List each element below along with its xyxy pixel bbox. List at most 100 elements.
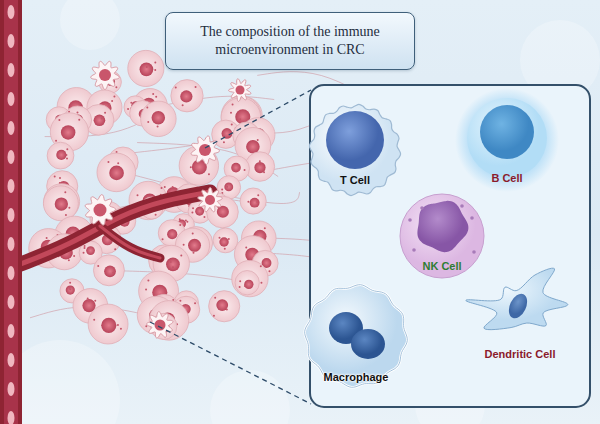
vessel-lumen (100, 226, 160, 258)
illustration-part (94, 300, 96, 302)
illustration-part (66, 285, 75, 294)
illustration-part (192, 207, 194, 209)
illustration-part (155, 320, 166, 331)
illustration-part (141, 101, 177, 137)
illustration-part (88, 304, 128, 344)
illustration-part (59, 177, 61, 179)
illustration-part (180, 254, 182, 256)
illustration-part (239, 280, 241, 282)
illustration-part (55, 197, 68, 210)
red-blood-cell (8, 150, 15, 164)
blood-vessel (0, 0, 22, 424)
illustration-part (193, 252, 195, 254)
illustration-part (86, 246, 95, 255)
illustration-part (224, 248, 226, 250)
illustration-part (68, 207, 70, 209)
illustration-part (191, 136, 219, 165)
cell-part (472, 250, 476, 254)
illustration-part (221, 189, 223, 191)
illustration-part (61, 125, 76, 140)
illustration-part (68, 259, 70, 261)
red-blood-cell (8, 382, 15, 396)
illustration-part (114, 248, 116, 250)
illustration-part (101, 117, 103, 119)
illustration-part (46, 237, 48, 239)
illustration-part (244, 285, 246, 287)
tumor-cell (213, 228, 238, 253)
illustration-part (194, 302, 196, 304)
title: The composition of the immune microenvir… (178, 23, 402, 59)
tumor-cell (93, 255, 124, 286)
illustration-part (214, 297, 216, 299)
cell-label: T Cell (305, 173, 405, 187)
illustration-part (111, 100, 113, 102)
illustration-part (213, 315, 215, 317)
illustration-part (257, 139, 259, 141)
illustration-part (238, 169, 240, 171)
illustration-part (219, 237, 228, 246)
tumor-cell (209, 291, 240, 322)
illustration-part (147, 312, 173, 339)
tumor-cell (171, 80, 203, 112)
illustration-part (260, 282, 262, 284)
illustration-part (250, 198, 260, 208)
illustration-part (213, 228, 238, 253)
cell-part (351, 329, 385, 359)
tumor-cell (97, 153, 136, 192)
illustration-part (54, 176, 56, 178)
illustration-part (146, 106, 148, 108)
tumor-cell (47, 142, 74, 169)
illustration-part (140, 62, 154, 76)
illustration-part (183, 244, 185, 246)
cell-label: Macrophage (300, 370, 412, 384)
illustration-part (56, 150, 66, 160)
illustration-part (91, 61, 120, 89)
illustration-part (226, 186, 228, 188)
illustration-part (111, 175, 113, 177)
illustration-part (220, 214, 222, 216)
illustration-part (120, 328, 122, 330)
illustration-part (240, 188, 266, 214)
illustration-part (263, 171, 265, 173)
illustration-part (226, 309, 228, 311)
tumor-cell (128, 50, 164, 86)
illustration-part (147, 121, 149, 123)
illustration-part (256, 201, 258, 203)
illustration-part (127, 108, 129, 110)
red-blood-cell (8, 34, 15, 48)
illustration-part (97, 153, 136, 192)
illustration-part (109, 166, 124, 181)
illustration-part (235, 271, 259, 295)
illustration-part (233, 169, 235, 171)
red-blood-cell (8, 121, 15, 135)
illustration-part (229, 79, 251, 102)
illustration-part (93, 255, 124, 286)
vessel-lumen (18, 192, 210, 265)
illustration-part (154, 69, 156, 71)
red-blood-cell (8, 208, 15, 222)
illustration-part (78, 119, 80, 121)
cell-part (466, 268, 568, 330)
illustration-part (76, 112, 78, 114)
illustration-part (192, 233, 194, 235)
illustration-part (244, 169, 246, 171)
illustration-part (55, 140, 57, 142)
illustration-part (179, 300, 181, 302)
illustration-part (113, 96, 115, 98)
illustration-part (155, 214, 157, 216)
red-blood-cell (8, 5, 15, 19)
illustration-part (84, 247, 86, 249)
illustration-part (87, 297, 89, 299)
tumor-cell (235, 271, 259, 295)
tumor-cell (240, 188, 266, 214)
illustration-part (155, 96, 157, 98)
illustration-part (66, 148, 68, 150)
illustration-part (182, 104, 184, 106)
cell-part (505, 291, 530, 321)
illustration-part (216, 299, 228, 311)
illustration-part (268, 270, 270, 272)
illustration-part (97, 265, 99, 267)
cell-part (470, 216, 474, 220)
red-blood-cell (8, 324, 15, 338)
